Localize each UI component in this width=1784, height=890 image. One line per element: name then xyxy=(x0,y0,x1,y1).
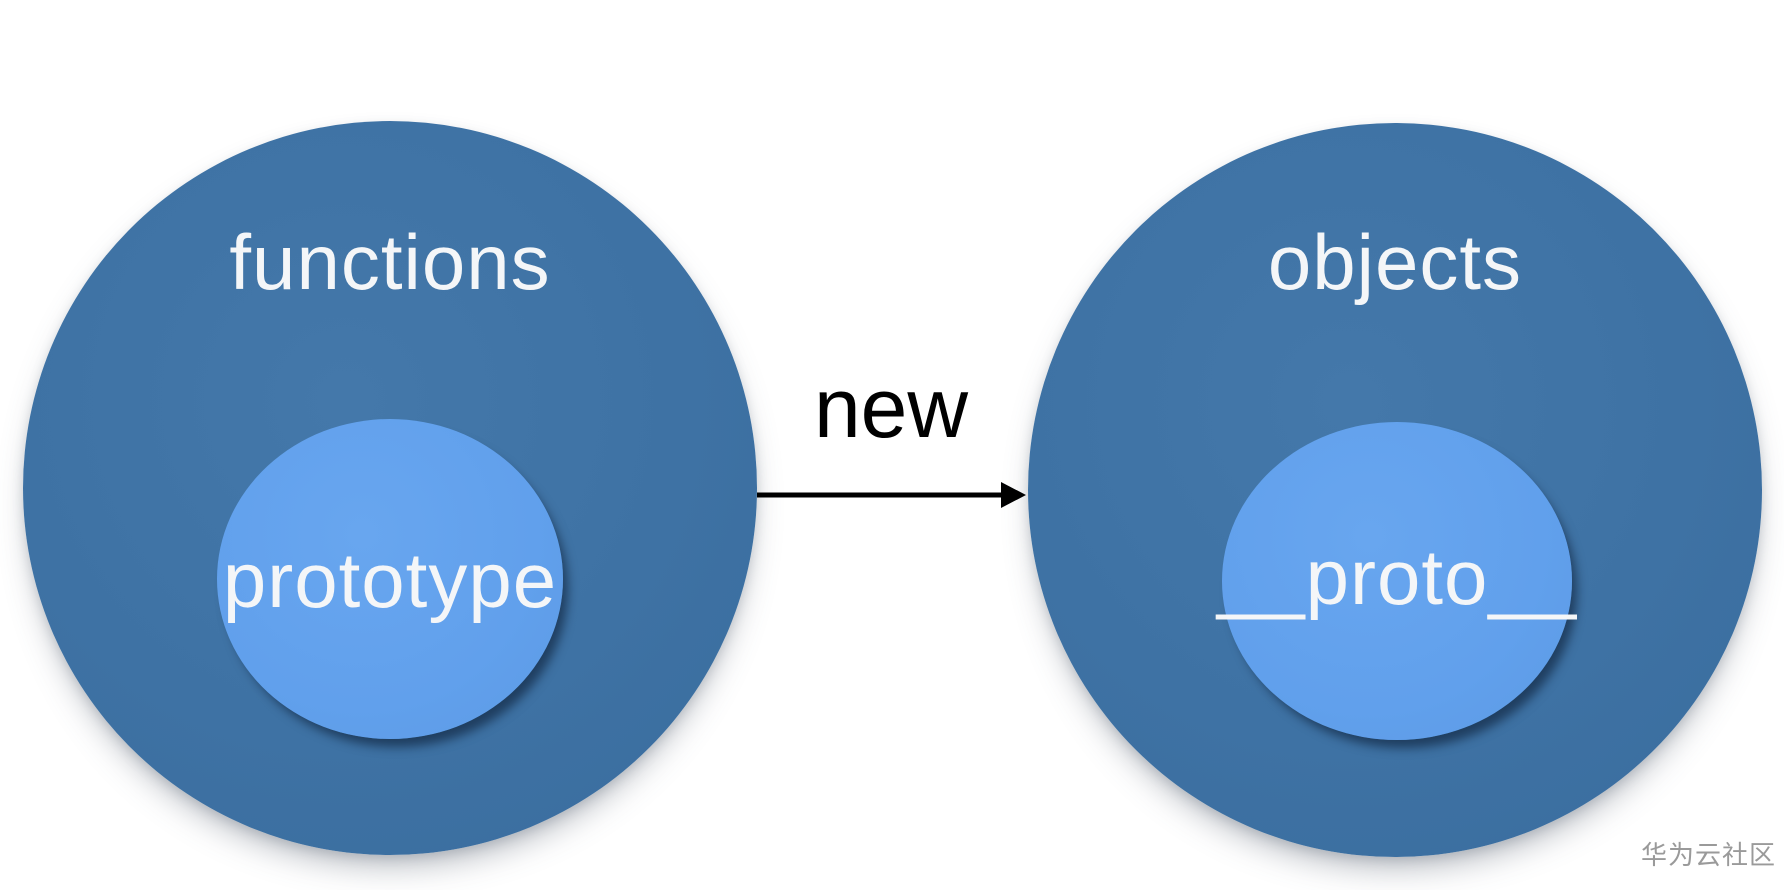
watermark: 华为云社区 xyxy=(1640,840,1776,870)
functions-label: functions xyxy=(229,218,551,306)
new-arrow-label: new xyxy=(813,361,969,455)
objects-label: objects xyxy=(1267,218,1523,306)
prototype-circle xyxy=(217,419,563,739)
proto-label: __proto__ xyxy=(1216,533,1578,621)
new-arrow xyxy=(757,482,1026,508)
prototype-label: prototype xyxy=(222,536,558,624)
proto-circle xyxy=(1222,422,1572,740)
